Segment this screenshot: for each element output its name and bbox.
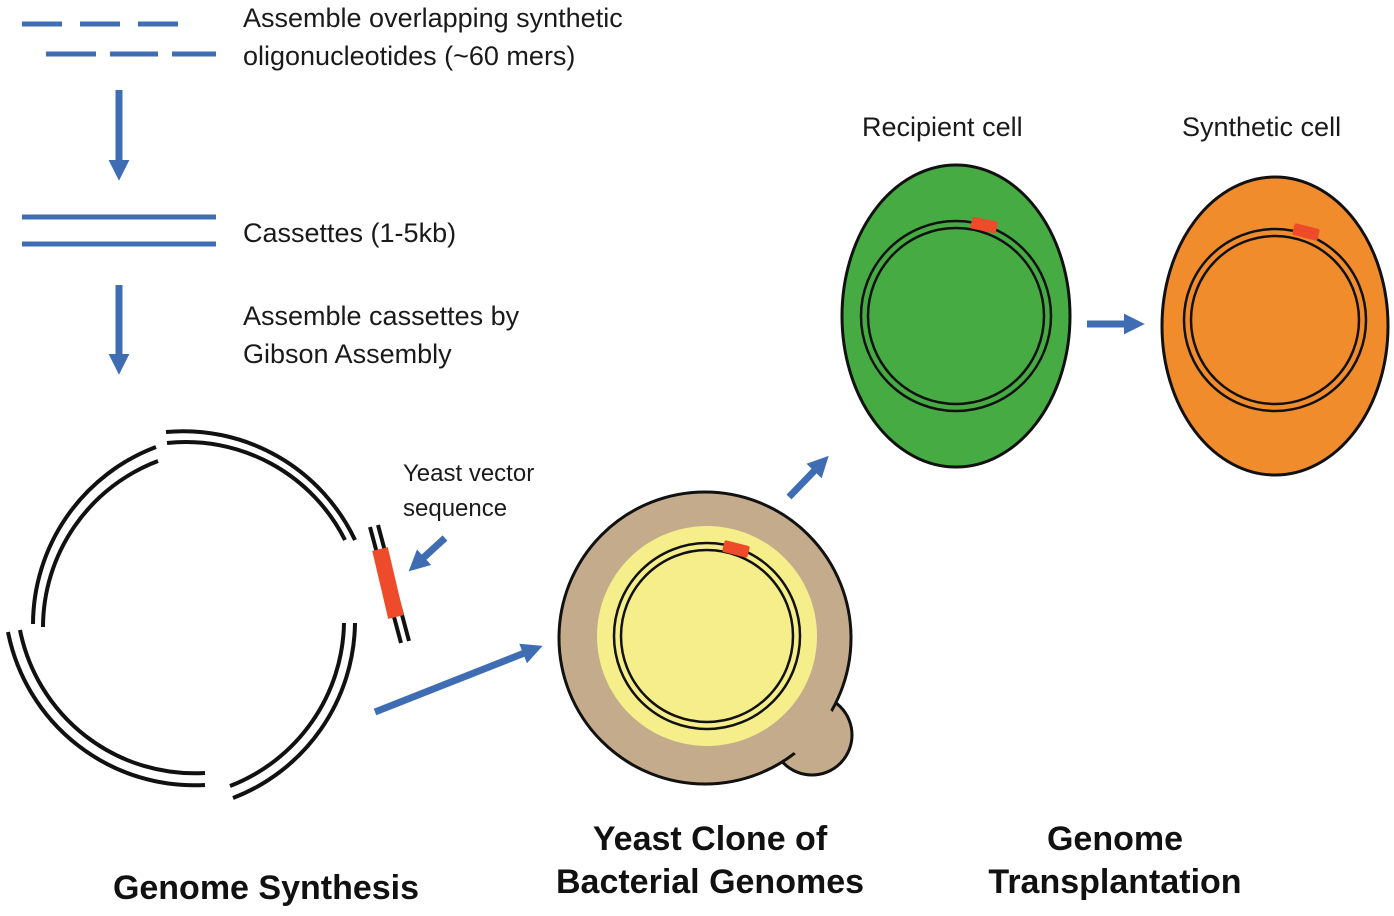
oligos-label-line-2: oligonucleotides (~60 mers) — [243, 41, 576, 71]
cassette-lines — [22, 214, 216, 247]
vector-pointer-arrow — [408, 535, 448, 572]
oligos-label: Assemble overlapping synthetic oligonucl… — [243, 0, 623, 75]
oligonucleotide-dashes — [22, 21, 216, 57]
yeast-vector-label-line-2: sequence — [403, 495, 508, 522]
yeast-clone-title: Yeast Clone of Bacterial Genomes — [540, 818, 880, 904]
yeast-vector-label-line-1: Yeast vector — [403, 460, 535, 487]
assembled-genome-fragments — [6, 429, 357, 800]
arrow-yeast-to-recipient — [786, 455, 829, 500]
oligos-label-line-1: Assemble overlapping synthetic — [243, 3, 623, 33]
arrow-genome-to-yeast — [373, 643, 543, 716]
transplantation-title-line-1: Genome — [1046, 820, 1184, 858]
gibson-label-line-1: Assemble cassettes by — [243, 301, 520, 331]
yeast-vector-fragment — [368, 524, 411, 644]
yeast-cell — [557, 490, 854, 786]
synthetic-cell — [1160, 175, 1390, 477]
synthetic-cell-label: Synthetic cell — [1182, 112, 1342, 142]
gibson-label-line-2: Gibson Assembly — [243, 339, 452, 369]
recipient-vector-insert — [970, 216, 998, 234]
synthetic-vector-insert — [1292, 223, 1320, 241]
yeast-vector-insert — [722, 540, 750, 558]
recipient-cell-label: Recipient cell — [862, 112, 1023, 142]
transplantation-title: Genome Transplantation — [950, 818, 1280, 904]
genome-synthesis-title: Genome Synthesis — [112, 869, 420, 907]
yeast-clone-title-line-1: Yeast Clone of — [592, 820, 828, 858]
gibson-assembly-label: Assemble cassettes by Gibson Assembly — [243, 297, 519, 373]
cassettes-label: Cassettes (1-5kb) — [243, 218, 457, 248]
recipient-cell — [840, 163, 1072, 469]
yeast-vector-label: Yeast vector sequence — [403, 456, 534, 526]
transplantation-title-line-2: Transplantation — [988, 863, 1242, 901]
yeast-clone-title-line-2: Bacterial Genomes — [555, 863, 865, 901]
